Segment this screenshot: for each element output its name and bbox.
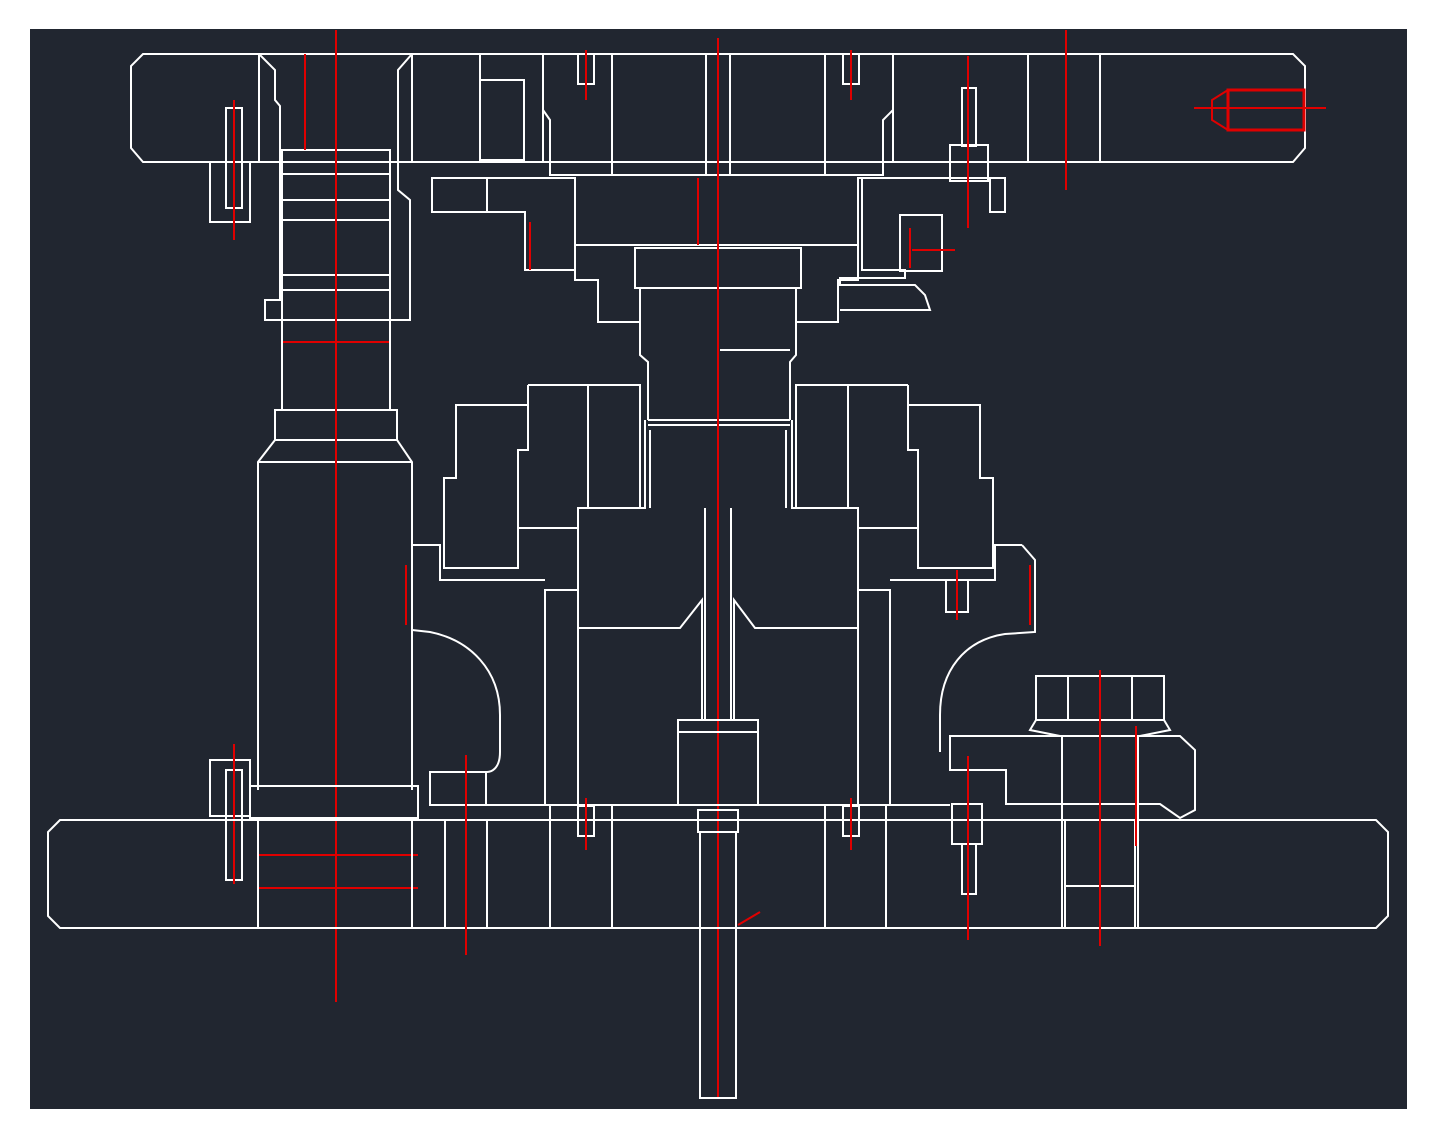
left-lower-screw <box>209 744 251 884</box>
right-hex-bolt <box>1028 30 1172 946</box>
right-lower-bracket <box>949 735 1196 940</box>
right-upper-screw <box>949 56 989 228</box>
top-right-pin <box>1194 88 1326 132</box>
left-upper-screw <box>209 100 251 240</box>
top-screws <box>577 50 860 100</box>
top-clamp-plate <box>130 53 1306 176</box>
right-slide-block <box>795 384 1036 805</box>
bottom-clamp-plate <box>47 755 1389 955</box>
left-slide-block <box>405 384 641 806</box>
ejector-pin <box>697 809 761 1099</box>
left-guide-pillar <box>249 30 419 1002</box>
